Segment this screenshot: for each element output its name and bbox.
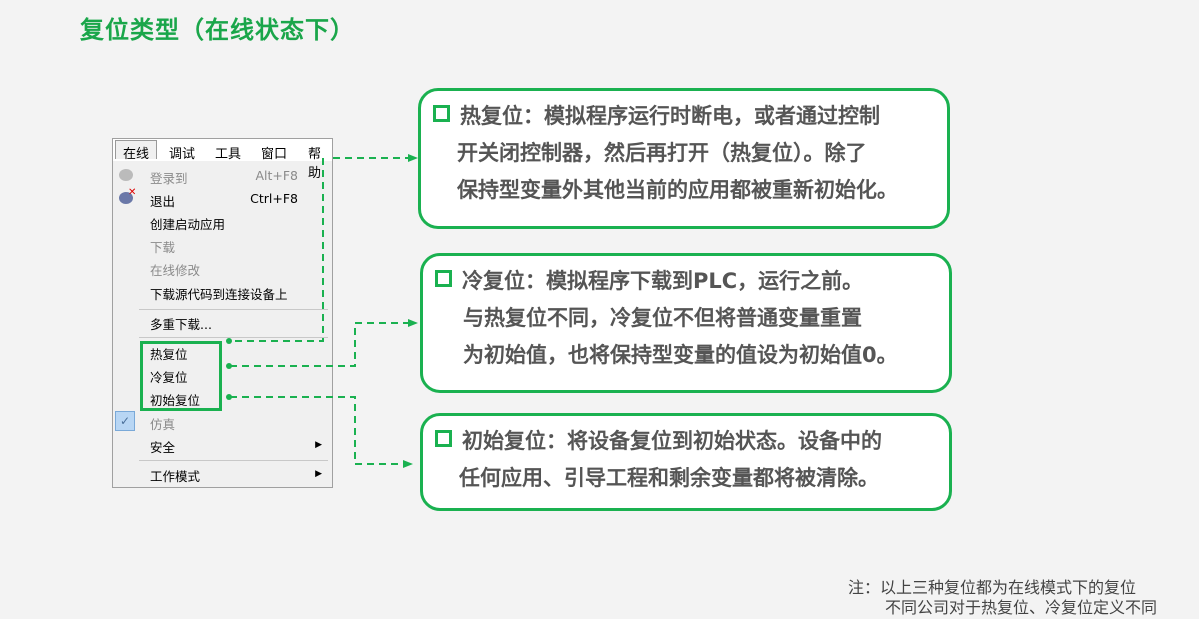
dot-icon: [226, 363, 232, 369]
reset-items-highlight: [140, 341, 222, 411]
login-icon: [119, 169, 133, 181]
callout-line: 热复位：模拟程序运行时断电，或者通过控制: [433, 98, 947, 135]
callout-text: 冷复位：模拟程序下载到PLC，运行之前。: [462, 269, 864, 293]
logout-x-icon: ✕: [128, 187, 137, 198]
menu-item-login[interactable]: 登录到: [150, 171, 188, 186]
menu-separator: [139, 460, 328, 461]
menu-debug[interactable]: 调试: [169, 147, 196, 162]
callout-warm-reset: 热复位：模拟程序运行时断电，或者通过控制 开关闭控制器，然后再打开（热复位）。除…: [418, 88, 950, 229]
submenu-arrow-icon: ▶: [315, 440, 322, 450]
arrow-warm-to-item: [230, 158, 324, 342]
menu-item-download[interactable]: 下载: [150, 240, 176, 255]
callout-cold-reset: 冷复位：模拟程序下载到PLC，运行之前。 与热复位不同，冷复位不但将普通变量重置…: [420, 253, 952, 393]
menu-item-source-download[interactable]: 下载源代码到连接设备上: [150, 287, 288, 302]
arrow-cold: [230, 322, 410, 367]
footnote-line: 注：以上三种复位都为在线模式下的复位: [848, 578, 1137, 597]
bullet-square-icon: [435, 270, 452, 287]
arrowhead-icon: [403, 460, 413, 468]
logout-icon: [119, 192, 133, 204]
menu-item-create-boot-app[interactable]: 创建启动应用: [150, 217, 226, 232]
menu-bar: 在线 调试 工具 窗口 帮助: [113, 139, 332, 181]
callout-line: 为初始值，也将保持型变量的值设为初始值0。: [463, 343, 898, 367]
menu-item-security[interactable]: 安全: [150, 440, 176, 455]
arrow-origin: [230, 396, 405, 465]
arrowhead-icon: [408, 154, 418, 162]
callout-text: 热复位：模拟程序运行时断电，或者通过控制: [460, 104, 880, 128]
menu-item-simulation[interactable]: 仿真: [150, 417, 176, 432]
footnote-line: 不同公司对于热复位、冷复位定义不同: [885, 598, 1158, 617]
menu-item-operating-mode[interactable]: 工作模式: [150, 469, 201, 484]
menu-item-online-change[interactable]: 在线修改: [150, 263, 201, 278]
callout-origin-reset: 初始复位：将设备复位到初始状态。设备中的 任何应用、引导工程和剩余变量都将被清除…: [420, 413, 952, 511]
page-title: 复位类型（在线状态下）: [80, 16, 355, 44]
menu-online[interactable]: 在线: [115, 140, 158, 162]
menu-item-cold-reset[interactable]: 冷复位: [150, 370, 188, 385]
callout-line: 与热复位不同，冷复位不但将普通变量重置: [463, 306, 862, 330]
menu-item-logout[interactable]: 退出: [150, 194, 176, 209]
logout-shortcut: Ctrl+F8: [250, 191, 298, 206]
menu-tools[interactable]: 工具: [215, 147, 242, 162]
menu-item-origin-reset[interactable]: 初始复位: [150, 393, 201, 408]
menu-help[interactable]: 帮助: [308, 147, 322, 181]
menu-item-warm-reset[interactable]: 热复位: [150, 347, 188, 362]
menu-separator: [139, 309, 328, 310]
dot-icon: [226, 338, 232, 344]
menu-separator: [139, 337, 328, 338]
login-shortcut: Alt+F8: [255, 168, 298, 183]
arrowhead-icon: [408, 319, 418, 327]
callout-line: 开关闭控制器，然后再打开（热复位）。除了: [457, 141, 867, 165]
callout-line: 任何应用、引导工程和剩余变量都将被清除。: [459, 466, 879, 490]
callout-text: 初始复位：将设备复位到初始状态。设备中的: [462, 429, 882, 453]
menu-gutter: [113, 161, 139, 487]
callout-line: 初始复位：将设备复位到初始状态。设备中的: [435, 423, 949, 460]
check-icon: ✓: [115, 411, 135, 431]
callout-line: 保持型变量外其他当前的应用都被重新初始化。: [457, 178, 898, 202]
submenu-arrow-icon: ▶: [315, 469, 322, 479]
bullet-square-icon: [433, 105, 450, 122]
footnote: 注：以上三种复位都为在线模式下的复位 不同公司对于热复位、冷复位定义不同: [848, 578, 1157, 618]
callout-line: 冷复位：模拟程序下载到PLC，运行之前。: [435, 263, 949, 300]
menu-item-multiple-download[interactable]: 多重下载...: [150, 317, 212, 332]
bullet-square-icon: [435, 430, 452, 447]
dot-icon: [226, 394, 232, 400]
menu-window[interactable]: 窗口: [261, 147, 288, 162]
online-menu-window: 在线 调试 工具 窗口 帮助 ✕ 登录到 Alt+F8 退出 Ctrl+F8 创…: [112, 138, 333, 488]
